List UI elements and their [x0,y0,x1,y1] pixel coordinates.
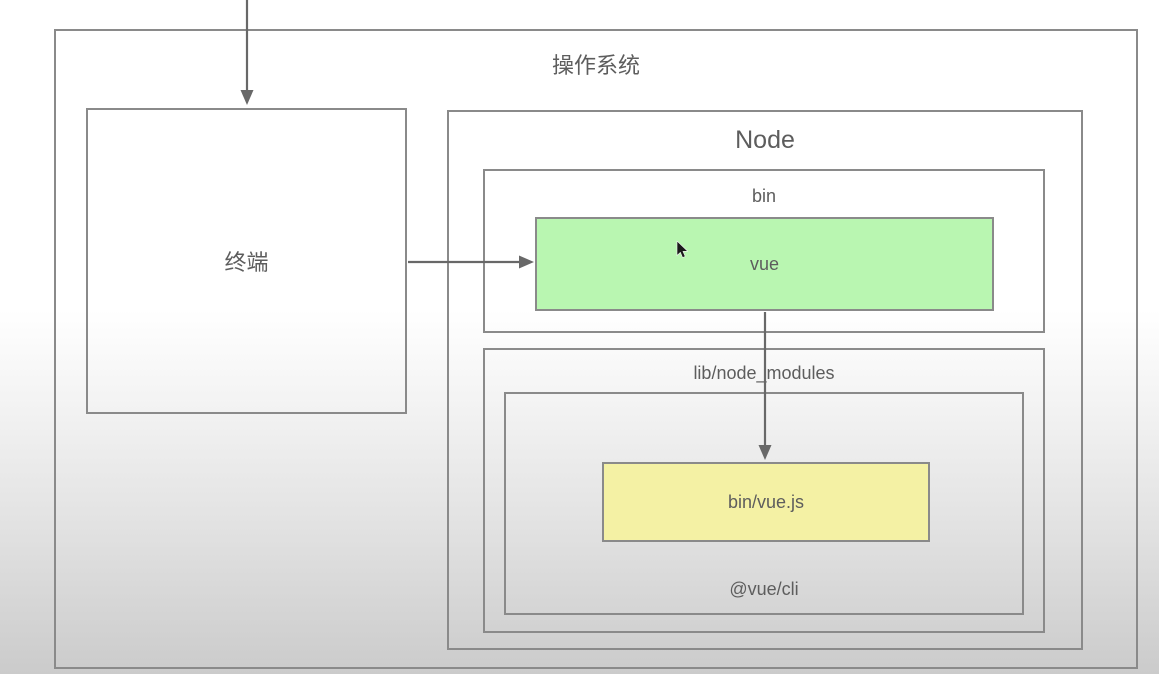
bin-vue-js-box: bin/vue.js [602,462,930,542]
os-container: 操作系统 [54,29,1138,669]
terminal-label: 终端 [224,250,269,275]
lib-node-modules-label: lib/node_modules [693,363,835,383]
vue-executable-box: vue [535,217,994,311]
bin-vue-js-label: bin/vue.js [727,491,805,512]
vue-executable-label: vue [749,253,780,274]
bin-label: bin [751,186,777,206]
node-container: Node [447,110,1083,650]
vue-cli-package-label: @vue/cli [729,579,799,599]
os-label: 操作系统 [551,53,640,78]
terminal-box: 终端 [86,108,407,414]
node-label: Node [735,126,795,154]
